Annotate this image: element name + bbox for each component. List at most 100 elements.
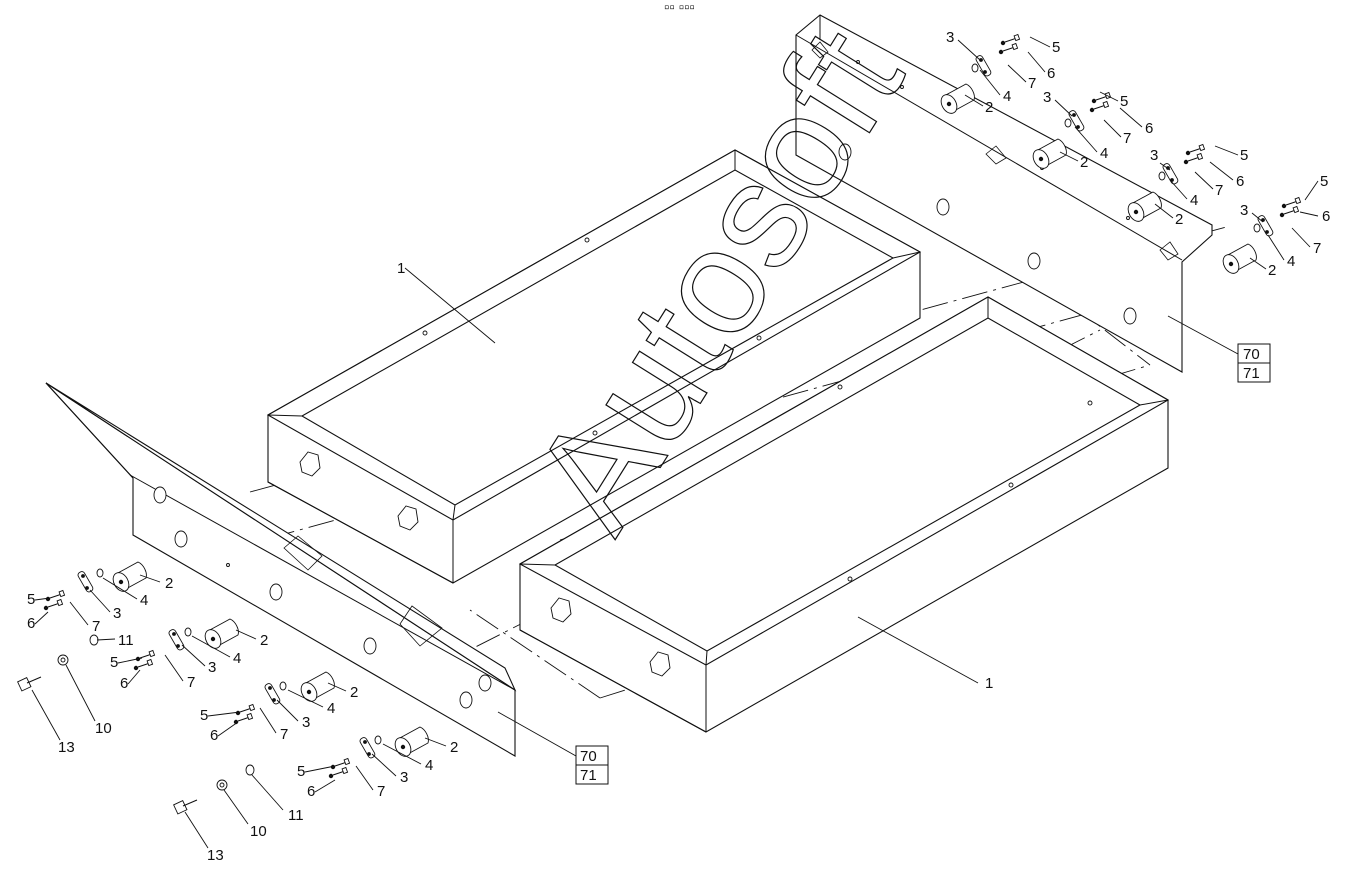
callout-washer: 4 <box>382 743 433 774</box>
callout-roller: 2 <box>1249 257 1276 279</box>
washer-part <box>1253 223 1261 233</box>
callout-lock-washer: 7 <box>1194 171 1223 199</box>
plate-upper-right <box>795 14 1213 373</box>
leader-line <box>287 689 324 708</box>
roller-part <box>112 561 147 592</box>
leader-line <box>65 664 96 722</box>
leader-line <box>1214 145 1239 156</box>
callout-screw: 5 <box>27 591 51 608</box>
callout-number: 7 <box>1215 182 1223 199</box>
leader-line <box>251 774 284 811</box>
callout-bolt: 13 <box>184 811 224 864</box>
callout-number: 3 <box>113 605 121 622</box>
callout-number: 4 <box>1100 145 1108 162</box>
leader-line <box>127 669 141 685</box>
callout-roller: 2 <box>424 737 458 756</box>
callout-number: 6 <box>1236 173 1244 190</box>
ref-box-upper-top: 70 <box>1243 346 1260 363</box>
callout-bracket: 3 <box>276 699 310 731</box>
callout-bushing: 10 <box>223 789 267 840</box>
roller-part <box>940 83 975 114</box>
screw-set <box>1279 196 1302 218</box>
callout-bracket: 3 <box>1150 147 1171 171</box>
bracket-part <box>168 629 185 651</box>
leader-line <box>207 711 241 717</box>
screw-set <box>133 649 156 671</box>
callout-number: 7 <box>280 726 288 743</box>
callout-bracket: 3 <box>946 29 981 61</box>
bracket-part <box>975 55 992 77</box>
callout-lock-washer: 7 <box>1291 227 1321 257</box>
leader-line <box>1194 171 1214 190</box>
callout-lock-washer: 7 <box>259 707 288 743</box>
bracket-part <box>77 571 94 593</box>
leader-line <box>1291 227 1311 248</box>
callout-number: 3 <box>400 769 408 786</box>
callout-nut: 6 <box>1299 208 1330 225</box>
callout-screw: 5 <box>200 707 241 724</box>
callout-nut: 6 <box>210 721 239 744</box>
callout-number: 5 <box>1052 39 1060 56</box>
callout-number: 5 <box>1240 147 1248 164</box>
callout-tray-right: 1 <box>857 616 993 692</box>
callout-number: 1 <box>397 260 405 277</box>
screw-set <box>328 757 351 779</box>
callout-number: 4 <box>1003 88 1011 105</box>
leader-line <box>1169 179 1188 200</box>
callout-number: 10 <box>250 823 267 840</box>
callout-bracket: 3 <box>181 644 216 676</box>
hardware-left <box>17 561 429 815</box>
callout-number: 11 <box>288 807 304 824</box>
leader-line <box>69 601 89 626</box>
callout-roller: 2 <box>964 94 993 116</box>
callout-lock-washer: 7 <box>1103 119 1131 147</box>
ref-box-lower-bottom: 71 <box>580 767 597 784</box>
screw-set <box>998 33 1021 55</box>
callout-nut: 6 <box>307 779 336 800</box>
callout-screw: 5 <box>297 763 336 780</box>
leader-line <box>1209 161 1234 181</box>
callout-screw: 5 <box>1214 145 1248 164</box>
flat-washer-part <box>89 634 99 646</box>
callout-nut: 6 <box>120 669 141 692</box>
callout-lock-washer: 7 <box>69 601 100 635</box>
callout-number: 6 <box>210 727 218 744</box>
washer-part <box>1064 118 1072 128</box>
plate-lower-left <box>45 382 517 757</box>
leader-line <box>117 657 143 664</box>
leader-line <box>382 743 422 765</box>
leader-line <box>957 39 981 61</box>
washer-part <box>184 627 192 637</box>
callout-number: 10 <box>95 720 112 737</box>
callout-bracket: 3 <box>1043 89 1073 117</box>
leader-line <box>1304 180 1319 201</box>
leader-line <box>404 267 496 344</box>
leader-line <box>1159 162 1171 171</box>
tray-left <box>266 149 922 584</box>
leader-line <box>1029 36 1051 48</box>
bolt-part <box>173 800 188 815</box>
leader-line <box>181 644 206 667</box>
callout-roller: 2 <box>235 629 268 649</box>
callout-number: 13 <box>58 739 75 756</box>
leader-line <box>1267 234 1285 261</box>
roller-part <box>1127 191 1162 222</box>
plate-lower-left-holes <box>153 486 492 709</box>
callout-roller: 2 <box>1154 203 1183 228</box>
callout-number: 5 <box>1120 93 1128 110</box>
callout-number: 6 <box>1322 208 1330 225</box>
leader-line <box>304 765 336 773</box>
leader-line <box>34 611 49 625</box>
callout-number: 4 <box>233 650 241 667</box>
roller-part <box>300 671 335 702</box>
callout-lock-washer: 7 <box>355 765 385 800</box>
roller-part <box>1222 243 1257 274</box>
leader-line <box>1059 151 1079 162</box>
callout-screw: 5 <box>1304 173 1328 201</box>
callout-bracket: 3 <box>1240 202 1264 223</box>
leader-line <box>164 654 184 682</box>
leader-line <box>371 753 397 777</box>
callout-bracket: 3 <box>371 753 408 786</box>
washer-part <box>971 63 979 73</box>
